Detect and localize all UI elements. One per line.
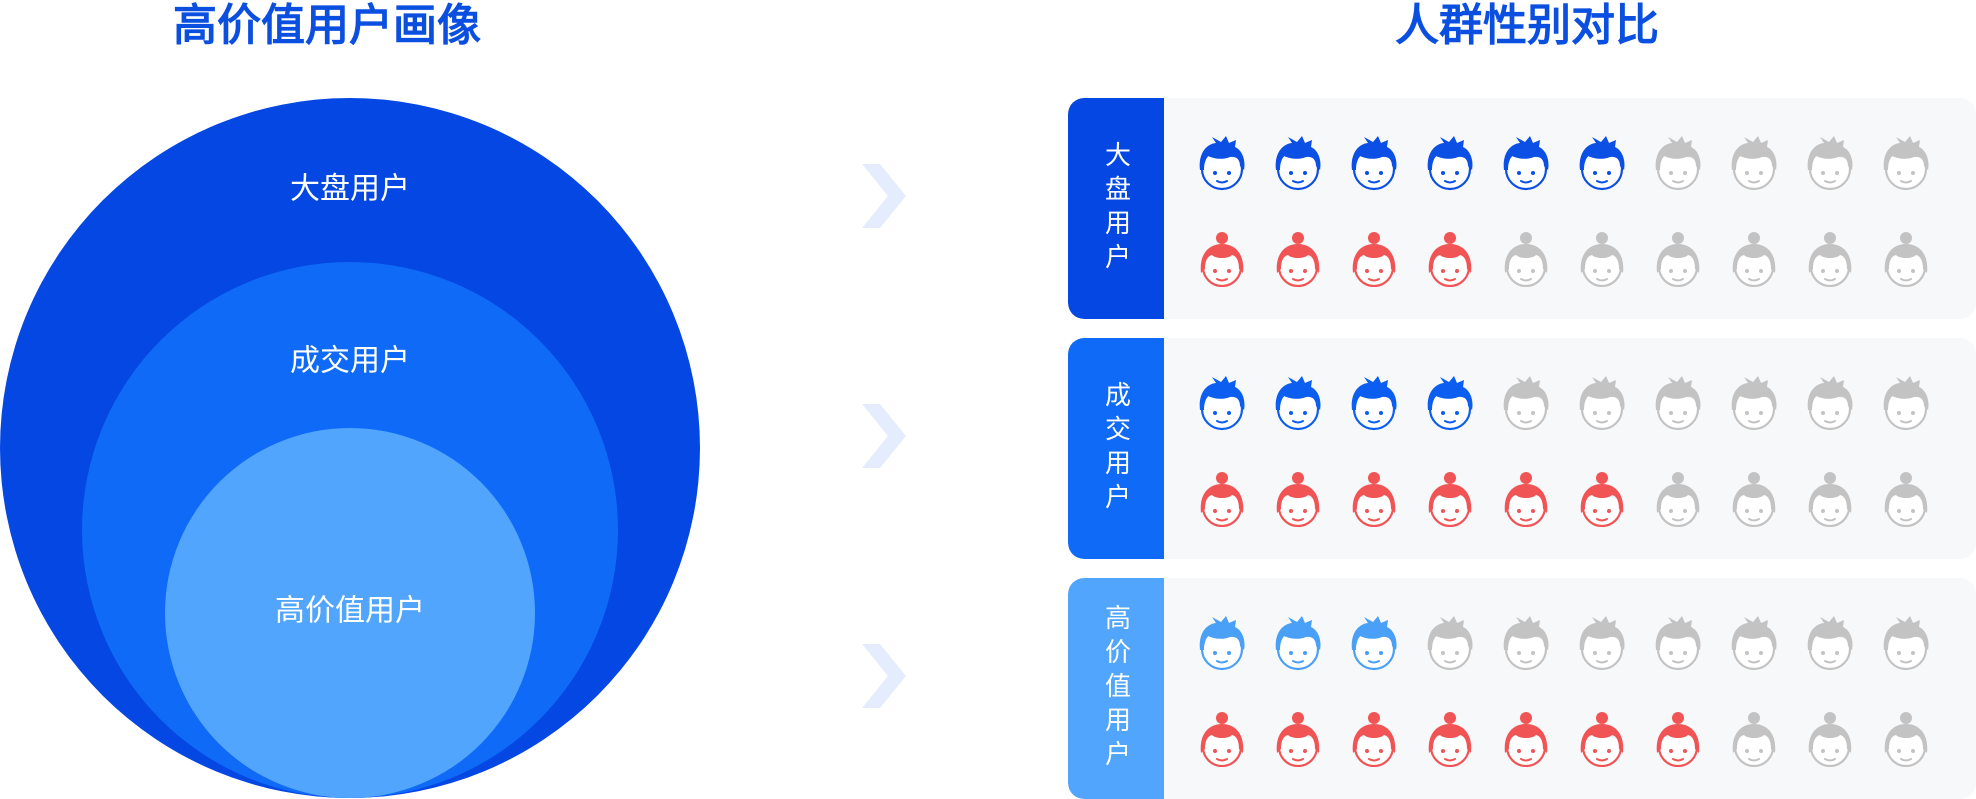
gender-panel-all-users: 大盘用户	[1068, 98, 1976, 319]
panel-tab: 成交用户	[1068, 338, 1164, 559]
female-person-icon-inactive	[1808, 472, 1852, 527]
left-title: 高价值用户画像	[173, 0, 481, 51]
female-person-icon	[1656, 712, 1700, 767]
panel-tab-label: 大盘用户	[1100, 140, 1131, 277]
gender-panel-converted-users: 成交用户	[1068, 338, 1976, 559]
panel-tab: 高价值用户	[1068, 578, 1164, 799]
female-person-icon-inactive	[1504, 232, 1548, 287]
female-person-icon-inactive	[1884, 232, 1928, 287]
female-person-icon	[1276, 712, 1320, 767]
male-person-icon	[1351, 376, 1397, 431]
circle-high-value-users	[165, 428, 535, 798]
male-person-icon	[1351, 136, 1397, 191]
male-person-icon	[1275, 136, 1321, 191]
female-person-icon	[1200, 712, 1244, 767]
circle-high-value-users-label: 高价值用户	[275, 594, 425, 629]
male-person-icon-inactive	[1807, 136, 1853, 191]
female-person-icon	[1352, 232, 1396, 287]
chevron-right-icon	[862, 164, 906, 228]
female-person-icon	[1276, 472, 1320, 527]
female-person-icon	[1276, 232, 1320, 287]
female-person-icon	[1428, 232, 1472, 287]
male-person-icon	[1199, 376, 1245, 431]
male-person-icon	[1427, 136, 1473, 191]
female-person-icon	[1580, 712, 1624, 767]
panel-tab: 大盘用户	[1068, 98, 1164, 319]
female-person-icon-inactive	[1808, 712, 1852, 767]
female-person-icon-inactive	[1732, 712, 1776, 767]
male-person-icon	[1199, 616, 1245, 671]
nested-circles-diagram: 大盘用户 成交用户 高价值用户	[0, 98, 700, 798]
male-person-icon-inactive	[1503, 616, 1549, 671]
female-person-icon	[1352, 712, 1396, 767]
female-person-icon-inactive	[1580, 232, 1624, 287]
female-person-icon	[1200, 472, 1244, 527]
female-person-icon-inactive	[1884, 712, 1928, 767]
female-person-icon-inactive	[1656, 232, 1700, 287]
male-person-icon-inactive	[1883, 376, 1929, 431]
female-person-icon	[1504, 472, 1548, 527]
female-person-icon-inactive	[1884, 472, 1928, 527]
male-person-icon-inactive	[1807, 376, 1853, 431]
circle-converted-users-label: 成交用户	[290, 344, 410, 379]
female-person-icon-inactive	[1732, 232, 1776, 287]
right-title: 人群性别对比	[1395, 0, 1659, 51]
female-person-icon-inactive	[1656, 472, 1700, 527]
male-person-icon-inactive	[1503, 376, 1549, 431]
female-person-icon-inactive	[1732, 472, 1776, 527]
male-person-icon-inactive	[1807, 616, 1853, 671]
male-person-icon-inactive	[1883, 136, 1929, 191]
male-person-icon	[1199, 136, 1245, 191]
chevron-right-icon	[862, 404, 906, 468]
chevron-right-icon	[862, 644, 906, 708]
male-person-icon-inactive	[1579, 616, 1625, 671]
male-person-icon	[1351, 616, 1397, 671]
male-person-icon-inactive	[1731, 376, 1777, 431]
female-person-icon	[1352, 472, 1396, 527]
male-person-icon-inactive	[1883, 616, 1929, 671]
female-person-icon	[1200, 232, 1244, 287]
female-person-icon	[1428, 472, 1472, 527]
male-person-icon-inactive	[1579, 376, 1625, 431]
female-person-icon	[1428, 712, 1472, 767]
male-person-icon	[1503, 136, 1549, 191]
male-person-icon-inactive	[1655, 616, 1701, 671]
female-person-icon	[1504, 712, 1548, 767]
female-person-icon-inactive	[1808, 232, 1852, 287]
panel-tab-label: 成交用户	[1100, 380, 1131, 517]
panel-tab-label: 高价值用户	[1100, 603, 1131, 774]
gender-panel-high-value-users: 高价值用户	[1068, 578, 1976, 799]
male-person-icon-inactive	[1731, 136, 1777, 191]
male-person-icon	[1275, 616, 1321, 671]
female-person-icon	[1580, 472, 1624, 527]
male-person-icon-inactive	[1731, 616, 1777, 671]
circle-all-users-label: 大盘用户	[290, 172, 410, 207]
male-person-icon	[1427, 376, 1473, 431]
male-person-icon	[1275, 376, 1321, 431]
male-person-icon-inactive	[1655, 376, 1701, 431]
male-person-icon-inactive	[1427, 616, 1473, 671]
male-person-icon-inactive	[1655, 136, 1701, 191]
male-person-icon	[1579, 136, 1625, 191]
